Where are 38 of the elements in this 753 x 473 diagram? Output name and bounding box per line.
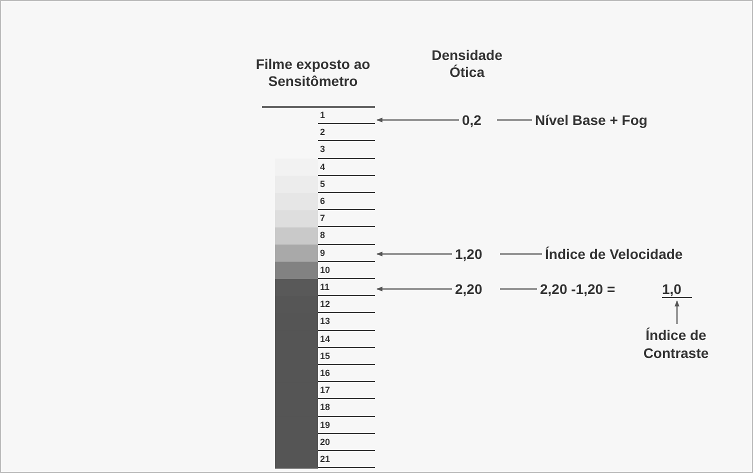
- step-number: 7: [318, 210, 375, 228]
- arrow: [674, 300, 680, 324]
- step-number: 3: [318, 141, 375, 159]
- step-number: 15: [318, 348, 375, 365]
- step-number: 11: [318, 279, 375, 296]
- step-number: 20: [318, 434, 375, 451]
- value-text: Índice de Velocidade: [545, 245, 730, 263]
- step-number: 17: [318, 382, 375, 400]
- step-number: 18: [318, 399, 375, 417]
- step-number: 14: [318, 330, 375, 348]
- arrow: [376, 118, 459, 122]
- step-number: 9: [318, 244, 375, 262]
- value-text: 0,2: [462, 111, 494, 129]
- step-number: 1: [318, 107, 375, 124]
- step-number: 8: [318, 227, 375, 245]
- step-number: 5: [318, 176, 375, 193]
- value-text: Nível Base + Fog: [535, 111, 715, 129]
- step-number: 16: [318, 365, 375, 382]
- value-text: 1,20: [455, 245, 497, 263]
- step-number: 13: [318, 313, 375, 331]
- value-text: 2,20: [455, 280, 497, 298]
- value-text: 2,20 -1,20 =: [540, 280, 658, 298]
- step-number: 6: [318, 193, 375, 210]
- value-text: 1,0: [662, 280, 692, 298]
- value-text: Índice de Contraste: [620, 326, 732, 362]
- arrow: [376, 286, 452, 292]
- step-number: 19: [318, 416, 375, 434]
- step-number: 12: [318, 296, 375, 314]
- column-heading: Filme exposto ao Sensitômetro: [254, 56, 372, 90]
- step-number: 4: [318, 158, 375, 176]
- connector-line: [500, 253, 542, 255]
- connector-line: [500, 288, 537, 290]
- step-number: 2: [318, 124, 375, 142]
- connector-line: [497, 119, 532, 121]
- step-number: 21: [318, 451, 375, 468]
- arrow: [376, 252, 452, 256]
- column-heading: Densidade Ótica: [430, 47, 504, 81]
- step-number: 10: [318, 262, 375, 279]
